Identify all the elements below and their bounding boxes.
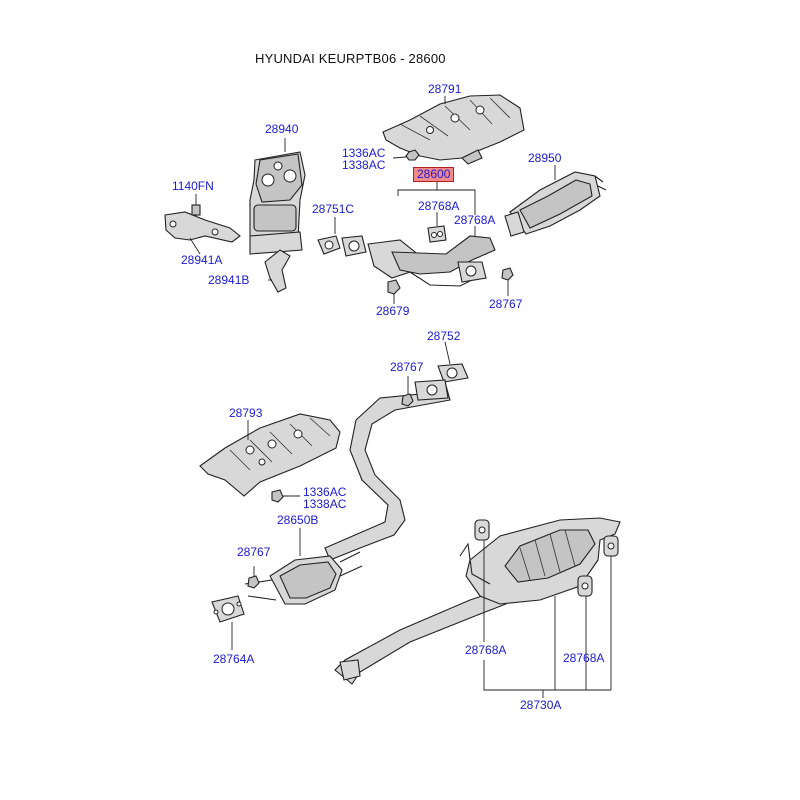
part-label-28941a[interactable]: 28941A [181,253,223,267]
hanger-28768a-left [474,519,490,541]
part-label-28768a-4[interactable]: 28768A [563,651,605,665]
heat-shield-28793 [199,413,341,497]
exhaust-manifold-28940 [249,151,306,255]
part-label-28767-2[interactable]: 28767 [390,360,424,374]
nut-28767-low [247,575,260,589]
hanger-28768a [427,225,447,243]
part-label-28791[interactable]: 28791 [428,82,462,96]
gasket-28764a [211,595,245,623]
hanger-28768a-far [603,535,619,557]
part-label-28767-3[interactable]: 28767 [237,545,271,559]
nut-1336ac-top [405,149,420,161]
catalytic-converter-28950 [504,171,607,237]
catalytic-converter-28650b [244,551,363,605]
part-label-28751c[interactable]: 28751C [312,202,355,216]
part-label-28793[interactable]: 28793 [229,406,263,420]
nut-28767-top [501,267,514,281]
bracket-28941a [164,211,241,243]
hanger-28768a-right [577,575,593,597]
part-label-1336ac-mid[interactable]: 1336AC [303,485,347,499]
nut-28679 [387,279,401,295]
part-label-28950[interactable]: 28950 [528,151,562,165]
nut-28767-mid [401,393,414,407]
part-label-1338ac-mid[interactable]: 1338AC [303,497,347,511]
part-label-28650b[interactable]: 28650B [277,513,319,527]
front-pipe-28600 [367,235,496,287]
center-pipe [324,379,451,561]
part-label-28767-1[interactable]: 28767 [489,297,523,311]
part-label-1338ac-top[interactable]: 1338AC [342,158,386,172]
part-label-28752[interactable]: 28752 [427,329,461,343]
nut-1336ac-mid [271,489,284,503]
part-label-28768a-2[interactable]: 28768A [454,213,496,227]
part-label-28768a-1[interactable]: 28768A [418,199,460,213]
diagram-title: HYUNDAI KEURPTB06 - 28600 [255,51,446,66]
part-label-28941b[interactable]: 28941B [208,273,250,287]
pipe-28941b [264,249,291,293]
part-label-28764a[interactable]: 28764A [213,652,255,666]
gasket-28752 [437,363,469,383]
part-label-28600-highlighted[interactable]: 28600 [413,167,455,182]
part-label-1336ac-top[interactable]: 1336AC [342,146,386,160]
part-label-1140fn[interactable]: 1140FN [172,179,214,193]
part-label-28730a[interactable]: 28730A [520,698,562,712]
heat-shield-28791 [382,94,525,165]
part-label-28768a-3[interactable]: 28768A [465,643,507,657]
part-label-28940[interactable]: 28940 [265,122,299,136]
part-label-28679[interactable]: 28679 [376,304,410,318]
gasket-28751c [317,235,367,257]
